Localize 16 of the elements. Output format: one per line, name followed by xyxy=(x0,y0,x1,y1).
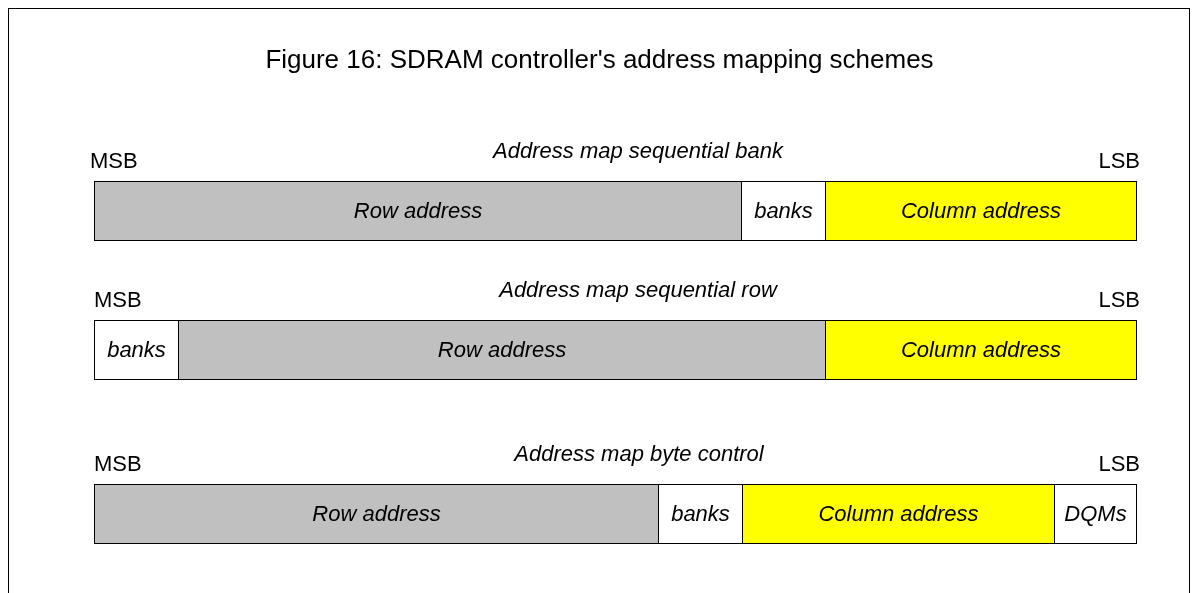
bar-heading: Address map byte control xyxy=(514,441,764,467)
figure-title: Figure 16: SDRAM controller's address mapping schemes xyxy=(264,44,935,75)
address-field-segment: Column address xyxy=(825,182,1136,240)
msb-label: MSB xyxy=(94,451,142,477)
lsb-label: LSB xyxy=(1098,287,1140,313)
address-field-segment: Column address xyxy=(742,485,1054,543)
address-field-segment: Row address xyxy=(95,485,658,543)
bar-heading: Address map sequential bank xyxy=(493,138,783,164)
address-field-segment: Column address xyxy=(825,321,1136,379)
msb-label: MSB xyxy=(94,287,142,313)
msb-label: MSB xyxy=(90,148,138,174)
bar-heading: Address map sequential row xyxy=(499,277,777,303)
address-field-segment: Row address xyxy=(178,321,825,379)
address-field-segment: Row address xyxy=(95,182,741,240)
lsb-label: LSB xyxy=(1098,451,1140,477)
lsb-label: LSB xyxy=(1098,148,1140,174)
